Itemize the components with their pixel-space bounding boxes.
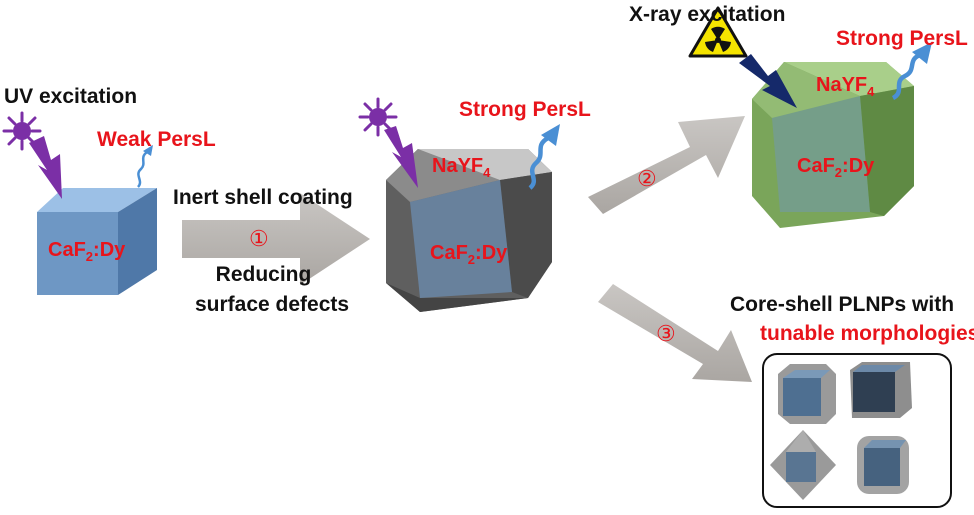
surface-defects-label: surface defects [195, 293, 350, 316]
strong-persl-label: Strong PersL [459, 98, 591, 121]
lightning-bolt-icon [29, 136, 62, 199]
weak-persl-label: Weak PersL [97, 128, 216, 151]
inert-shell-coating-label: Inert shell coating [173, 186, 353, 209]
core-label-bare: CaF2:Dy [48, 239, 126, 264]
arrow-step-1 [182, 193, 370, 285]
strong-persl-label-right: Strong PersL [836, 27, 968, 50]
arrow-step-2 [588, 116, 745, 214]
bare-core-cube [37, 188, 157, 295]
wavy-emission-arrow-icon [891, 42, 932, 101]
octahedron-morphology [770, 430, 836, 500]
shell-label-xray: NaYF4 [816, 74, 875, 99]
rounded-cube-morphology [857, 436, 909, 494]
step-number-3: ③ [656, 321, 676, 346]
uv-excitation-label: UV excitation [4, 85, 138, 108]
reducing-label: Reducing [215, 263, 312, 286]
wavy-emission-arrow-icon [528, 124, 560, 190]
lightning-bolt-icon [384, 126, 418, 188]
lightning-bolt-icon [739, 54, 797, 108]
coated-particle [386, 149, 552, 312]
core-label-coated: CaF2:Dy [430, 242, 508, 267]
arrow-step-3 [598, 284, 752, 382]
step-number-1: ① [249, 226, 269, 251]
step-number-2: ② [637, 166, 657, 191]
cube-morphology [850, 362, 912, 418]
uv-sun-icon [358, 97, 398, 137]
core-label-xray: CaF2:Dy [797, 155, 875, 180]
xray-excitation-label: X-ray excitation [629, 3, 786, 26]
truncated-cube-morphology [778, 364, 836, 424]
wavy-emission-arrow-icon [136, 145, 153, 188]
tunable-morphologies-label: tunable morphologies [760, 322, 974, 345]
core-shell-title: Core-shell PLNPs with [730, 293, 955, 316]
radiation-hazard-icon [688, 6, 748, 58]
shell-label-coated: NaYF4 [432, 155, 491, 180]
